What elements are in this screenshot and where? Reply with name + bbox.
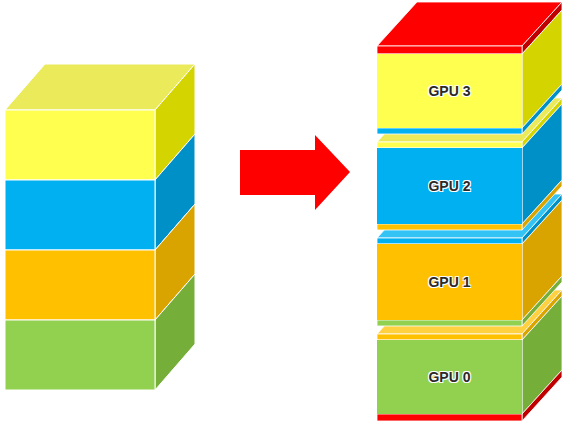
gpu-block: GPU 3 [377,54,522,128]
gpu-block: GPU 1 [377,244,522,320]
gpu-label: GPU 0 [428,369,470,385]
whole-stack [5,64,195,390]
gpu-label: GPU 2 [428,178,470,194]
block-arrow [240,135,350,210]
gpu-label: GPU 1 [428,274,470,290]
split-stack [377,2,562,421]
gpu-block: GPU 2 [377,148,522,224]
gpu-block: GPU 0 [377,340,522,414]
gpu-label: GPU 3 [428,83,470,99]
